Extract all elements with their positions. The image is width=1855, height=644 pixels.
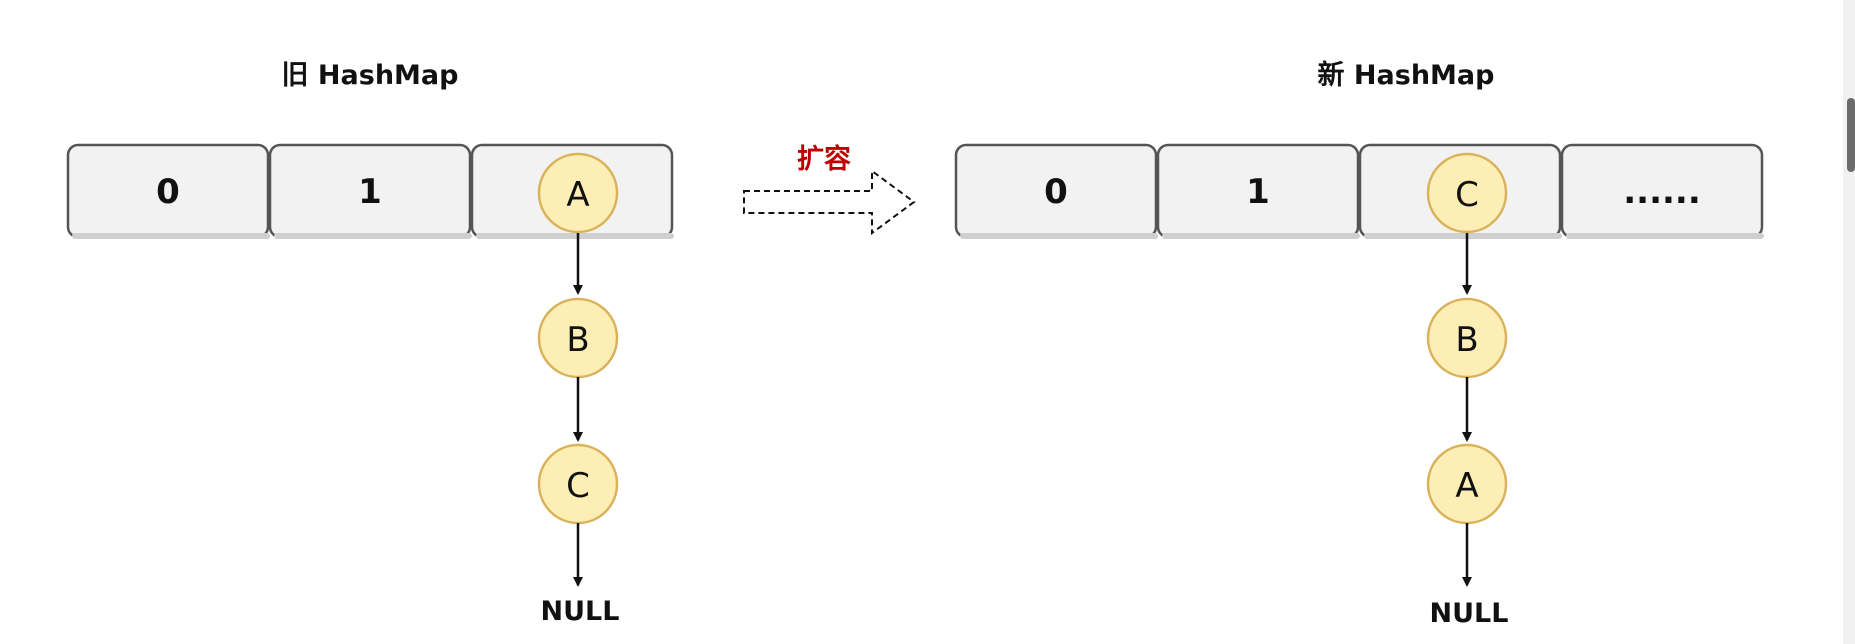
new-bucket-1-label: 1 xyxy=(1246,172,1270,212)
old-bucket-0-label: 0 xyxy=(156,172,180,212)
new-bucket-0: 0 xyxy=(954,143,1158,239)
old-bucket-1-label: 1 xyxy=(358,172,382,212)
new-bucket-1: 1 xyxy=(1156,143,1360,239)
old-node-head-label: A xyxy=(566,175,589,215)
new-hashmap-title: 新 HashMap xyxy=(1318,59,1495,91)
new-bucket-3: ...... xyxy=(1560,143,1764,239)
new-node-a-label: A xyxy=(1455,466,1478,506)
new-node-head xyxy=(1426,152,1508,234)
new-bucket-2: C xyxy=(1358,143,1562,239)
old-bucket-2: A xyxy=(470,143,674,239)
old-bucket-0: 0 xyxy=(66,143,270,239)
scrollbar-thumb[interactable] xyxy=(1847,98,1855,172)
old-hashmap-title: 旧 HashMap xyxy=(282,60,459,91)
old-node-b-label: B xyxy=(566,320,589,360)
new-node-head-label: C xyxy=(1455,175,1479,215)
old-bucket-1: 1 xyxy=(268,143,472,239)
old-null-label: NULL xyxy=(541,596,620,627)
new-bucket-3-label: ...... xyxy=(1623,172,1701,212)
expand-label: 扩容 xyxy=(797,143,851,175)
new-null-label: NULL xyxy=(1430,598,1509,629)
new-node-b-label: B xyxy=(1455,320,1478,360)
old-node-head xyxy=(537,152,619,234)
new-bucket-0-label: 0 xyxy=(1044,172,1068,212)
expand-arrow-icon xyxy=(743,169,916,235)
vertical-scrollbar[interactable] xyxy=(1843,0,1855,644)
old-node-c-label: C xyxy=(566,466,590,506)
